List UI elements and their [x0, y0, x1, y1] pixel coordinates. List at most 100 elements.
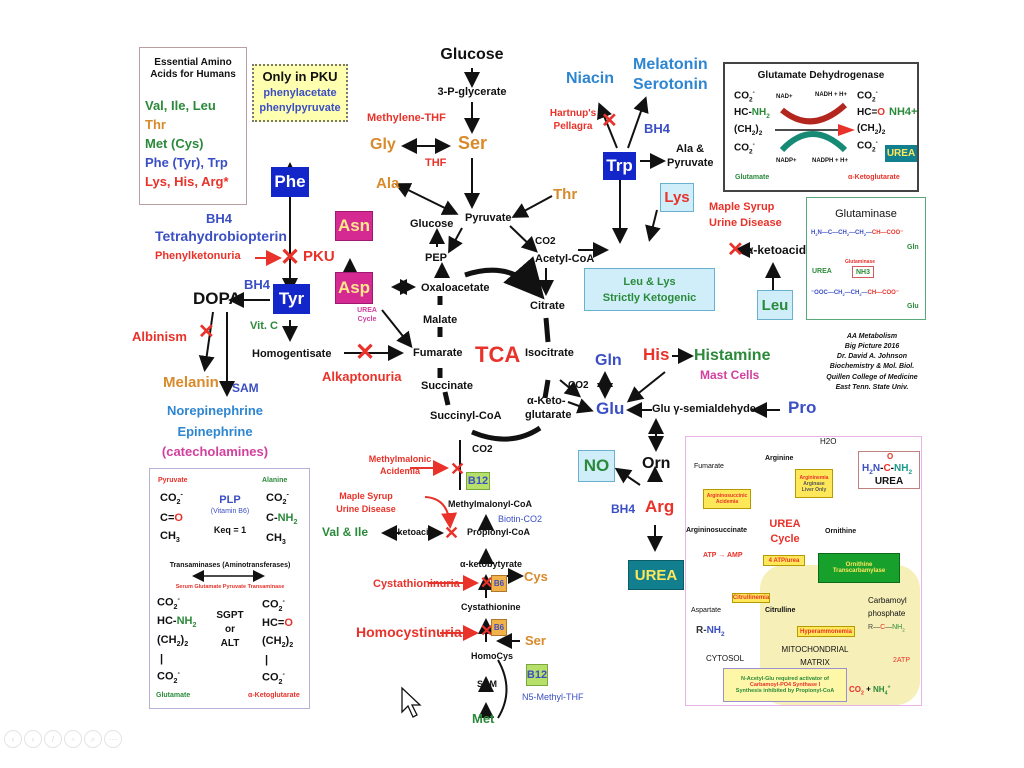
no-box: NO — [578, 450, 615, 482]
urea-structure-box — [858, 451, 920, 489]
b6-box-2: B6 — [491, 619, 507, 636]
block-x-icon: ✕ — [444, 523, 460, 543]
hartnup-label: Hartnup's — [549, 108, 597, 119]
tca-center-label: TCA — [475, 342, 521, 367]
urea-box: UREA — [628, 560, 684, 590]
ser-label: Ser — [458, 133, 488, 153]
succinate-label: Succinate — [421, 380, 473, 392]
carbamoyl-label-1: Carbamoyl — [868, 596, 907, 605]
ser-lower-label: Ser — [525, 633, 546, 648]
bh4-label-2: BH4 — [244, 277, 271, 292]
glutamate-formula: CO2-HC-NH2(CH2)2 |CO2- — [157, 595, 197, 685]
catecholamines-label: (catecholamines) — [161, 444, 269, 459]
acetyl-coa-label: Acetyl-CoA — [535, 253, 595, 265]
block-x-icon: ✕ — [601, 110, 618, 132]
albinism-label: Albinism — [132, 329, 187, 344]
arg-label: Arg — [645, 497, 675, 516]
ala-and-label: Ala & — [675, 143, 705, 155]
argininosuccinic-acidemia-box: Argininosuccinic Acidemia — [703, 489, 751, 509]
previous-slide-button[interactable]: ‹ — [4, 730, 22, 748]
carbamoyl-formula: R—C—NH2 — [868, 624, 905, 633]
urea-carbonyl-o: O — [887, 452, 894, 461]
b12-box: B12 — [466, 472, 490, 490]
credit-line: Dr. David A. Johnson — [836, 353, 908, 361]
lys-box: Lys — [660, 183, 694, 212]
credit-line: East Tenn. State Univ. — [835, 383, 909, 391]
glutaminase-urea-label: UREA — [812, 268, 832, 275]
nag-line-1: N-Acetyl-Glu required activator of — [740, 676, 830, 682]
zoom-button[interactable]: ⌕ — [84, 730, 102, 748]
play-button[interactable]: › — [24, 730, 42, 748]
alpha-ketoglutarate-label-1: α-Keto- — [527, 395, 566, 407]
pen-tool-button[interactable]: / — [44, 730, 62, 748]
homocys-label: HomoCys — [471, 651, 514, 661]
only-in-pku-box — [252, 64, 348, 122]
melanin-label: Melanin — [163, 374, 219, 391]
phe-box: Phe — [271, 167, 309, 197]
essential-item: Thr — [145, 117, 166, 132]
biotin-co2-label: Biotin-CO2 — [498, 514, 543, 524]
glutaminase-glu-label: Glu — [907, 303, 919, 310]
glu-label: Glu — [596, 399, 625, 418]
co2-label: CO2 — [535, 236, 556, 247]
niacin-label: Niacin — [566, 70, 615, 87]
or-label: or — [225, 624, 235, 635]
pku-label: PKU — [303, 248, 335, 265]
histamine-label: Histamine — [694, 347, 771, 364]
essential-item: Phe (Tyr), Trp — [145, 155, 228, 170]
thr-label: Thr — [553, 186, 578, 203]
cytosol-label: CYTOSOL — [706, 654, 745, 663]
mma-label-2: Acidemia — [379, 466, 421, 476]
liver-only-label: Liver Only — [801, 486, 827, 493]
homocystinuria-label: Homocystinuria — [356, 624, 462, 640]
tetrahydrobiopterin-label: Tetrahydrobiopterin — [155, 228, 287, 244]
glutaminase-gln-formula: H2N—C—CH2—CH2—CH—COO⁻ — [811, 230, 904, 238]
phenylketonuria-label: Phenylketonuria — [155, 250, 241, 262]
serotonin-label: Serotonin — [633, 76, 708, 93]
urea-cycle-small-label-2: Cycle — [357, 316, 377, 323]
msud-lower-label-2: Urine Disease — [336, 504, 396, 514]
block-x-icon: ✕ — [480, 623, 494, 640]
block-x-icon: ✕ — [355, 339, 376, 366]
sgpt-label: SGPT — [216, 610, 244, 621]
more-options-button[interactable]: ⋯ — [104, 730, 122, 748]
h2o-label: H2O — [820, 437, 837, 446]
vitamin-b6-label: (Vitamin B6) — [210, 508, 250, 515]
citrulline-label: Citrulline — [765, 607, 796, 614]
melatonin-label: Melatonin — [633, 56, 708, 73]
bh4-label: BH4 — [206, 211, 233, 226]
pku-box-line2: phenylpyruvate — [259, 102, 341, 114]
arginase-label: Arginase — [803, 480, 825, 487]
tyr-box: Tyr — [273, 284, 310, 314]
aspartate-label: Aspartate — [691, 607, 721, 614]
urea-structure-label: UREA — [874, 476, 904, 487]
mast-cells-label: Mast Cells — [700, 368, 760, 382]
otc-label-1: Ornithine — [845, 562, 873, 568]
pages-button[interactable]: ▫ — [64, 730, 82, 748]
leu-lys-ketogenic-box: Leu & Lys Strictly Ketogenic — [584, 268, 715, 311]
msud-label-1: Maple Syrup — [709, 201, 775, 213]
pyruvate-label: Pyruvate — [465, 212, 512, 224]
glutaminase-enzyme-label: Glutaminase — [845, 259, 876, 265]
sam-lower-label: SAM — [477, 679, 497, 689]
2atp-label: 2ATP — [893, 657, 910, 664]
propionyl-coa-label: Propionyl-CoA — [467, 527, 530, 537]
essential-item: Met (Cys) — [145, 136, 204, 151]
gdh-akg-label: α-Ketoglutarate — [848, 174, 900, 181]
oxaloacetate-label: Oxaloacetate — [421, 282, 490, 294]
alpha-ketoacids-lower-label: α-ketoacids — [389, 527, 440, 537]
hyperammonemia-box: Hyperammonemia — [797, 626, 855, 637]
cys-label: Cys — [524, 569, 548, 584]
nag-line-2: Carbamoyl-PO4 Synthase I — [749, 682, 821, 688]
bh4-arg-label: BH4 — [611, 502, 636, 516]
sam-label: SAM — [232, 381, 259, 395]
essential-item: Val, Ile, Leu — [145, 98, 216, 113]
alkaptonuria-label: Alkaptonuria — [322, 369, 402, 384]
credit-line: Biochemistry & Mol. Biol. — [829, 363, 915, 371]
argininemia-label: Argininemia — [799, 474, 829, 481]
n5-methyl-thf-label: N5-Methyl-THF — [522, 692, 584, 702]
gdh-nadp-label: NADP+ — [776, 158, 797, 164]
